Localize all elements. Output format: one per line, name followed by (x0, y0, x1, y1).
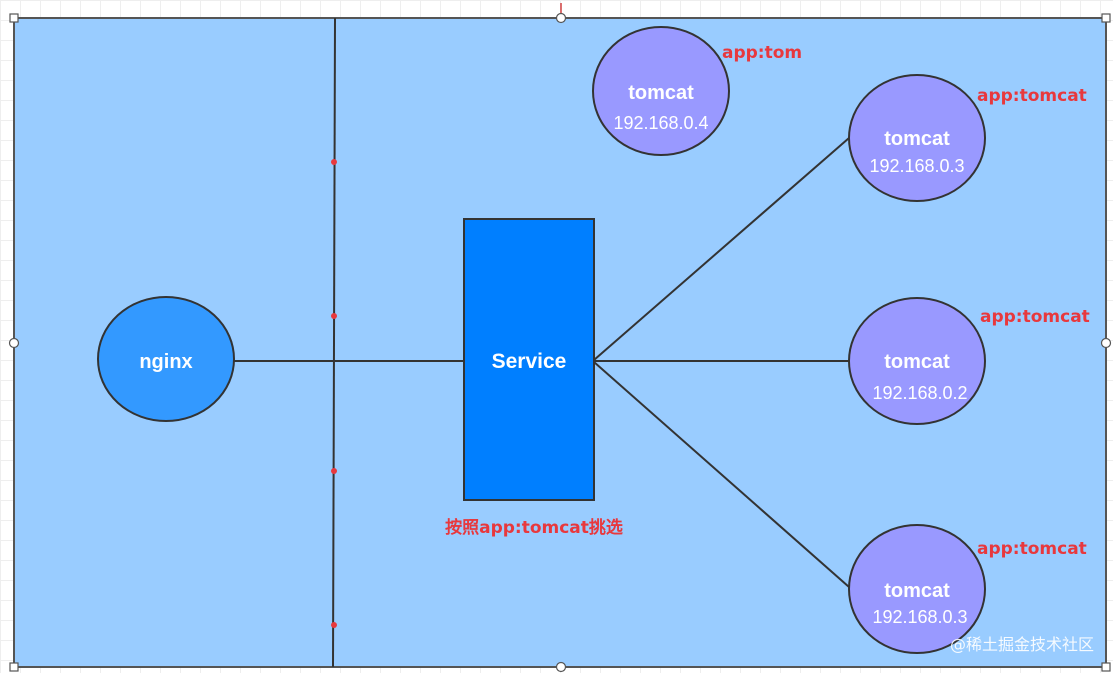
connector-service-tomcat-3 (593, 361, 850, 588)
resize-handle-right[interactable] (1100, 337, 1112, 349)
tomcat-3-label: app:tomcat (977, 539, 1087, 559)
divider-handle[interactable] (331, 313, 337, 319)
resize-handle-top-right[interactable] (1101, 13, 1111, 23)
nginx-node[interactable]: nginx (97, 296, 235, 422)
tomcat-3-ip: 192.168.0.3 (872, 607, 967, 627)
tomcat-1-label: app:tomcat (977, 86, 1087, 106)
tomcat-1-ip: 192.168.0.3 (869, 156, 964, 176)
tomcat-node-1[interactable]: tomcat 192.168.0.3 (848, 74, 986, 202)
resize-handle-left[interactable] (8, 337, 20, 349)
service-selector-caption: 按照app:tomcat挑选 (445, 517, 623, 538)
resize-handle-bottom[interactable] (555, 661, 567, 673)
resize-handle-top-left[interactable] (9, 13, 19, 23)
divider-handle[interactable] (331, 622, 337, 628)
tomcat-node-3[interactable]: tomcat 192.168.0.3 (848, 524, 986, 654)
tomcat-top-title: tomcat (628, 82, 694, 104)
tomcat-1-title: tomcat (884, 128, 950, 150)
tomcat-node-2[interactable]: tomcat 192.168.0.2 (848, 297, 986, 425)
tomcat-2-ip: 192.168.0.2 (872, 383, 967, 403)
divider-handle[interactable] (331, 159, 337, 165)
tomcat-2-label: app:tomcat (980, 307, 1090, 327)
service-title: Service (492, 350, 567, 373)
tomcat-top-ip: 192.168.0.4 (613, 113, 708, 133)
tomcat-2-title: tomcat (884, 351, 950, 373)
divider-line (332, 17, 336, 668)
connector-service-tomcat-1 (593, 137, 850, 361)
resize-handle-bottom-right[interactable] (1101, 662, 1111, 672)
tomcat-3-title: tomcat (884, 580, 950, 602)
nginx-title: nginx (139, 351, 192, 373)
resize-handle-bottom-left[interactable] (9, 662, 19, 672)
tomcat-top-label: app:tom (722, 43, 802, 63)
resize-handle-top[interactable] (555, 12, 567, 24)
watermark-text: @稀土掘金技术社区 (950, 635, 1094, 654)
divider-handle[interactable] (331, 468, 337, 474)
service-node[interactable]: Service (463, 218, 595, 501)
tomcat-node-top[interactable]: tomcat 192.168.0.4 (592, 26, 730, 156)
